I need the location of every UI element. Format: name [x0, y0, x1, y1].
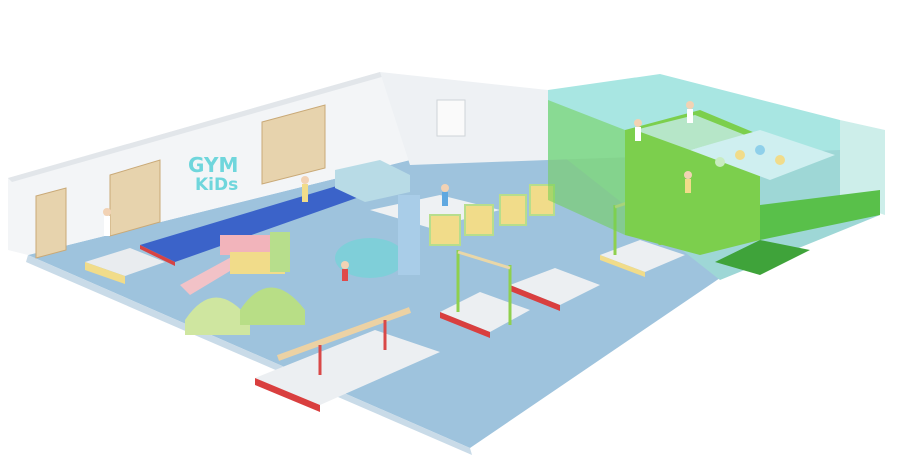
bar-mat [440, 292, 530, 332]
tumbling-track-edge [140, 245, 175, 266]
left-wall-top [8, 72, 385, 182]
arch-mat-left [185, 297, 250, 335]
wall-poster [436, 99, 466, 137]
balance-beam-mat-edge [255, 378, 320, 412]
svg-text:GYM: GYM [188, 153, 238, 177]
balance-beam-mat [255, 330, 440, 405]
high-bar-mat-edge [600, 255, 645, 277]
tumbling-track [140, 185, 365, 262]
trampoline-side-wall [760, 190, 880, 240]
foam-pit [690, 130, 835, 180]
trampoline-top [635, 115, 745, 150]
children [103, 101, 694, 281]
wedge-mat [180, 255, 245, 295]
folding-mat-side [85, 262, 125, 284]
balance-beam [276, 307, 412, 361]
soft-block-pink [220, 235, 275, 255]
yellow-maze-blocks [429, 184, 555, 246]
trampoline-net [548, 100, 625, 235]
ring-mat-edge [510, 285, 560, 311]
floor-edge [26, 255, 472, 455]
arch-mat-right [240, 287, 305, 325]
gym-kids-logo: GYM KiDs [188, 153, 238, 195]
crawl-tunnel [335, 238, 405, 278]
wall-bars [35, 104, 326, 259]
landing-mat-block [335, 160, 410, 202]
ring-mat [510, 268, 600, 305]
high-bar-mat [600, 240, 685, 272]
bar-mat-edge [440, 312, 490, 338]
pillar [398, 195, 420, 275]
floor [28, 150, 720, 448]
svg-text:KiDs: KiDs [195, 175, 238, 195]
green-stairs [715, 240, 810, 275]
soft-block-green [270, 232, 290, 272]
